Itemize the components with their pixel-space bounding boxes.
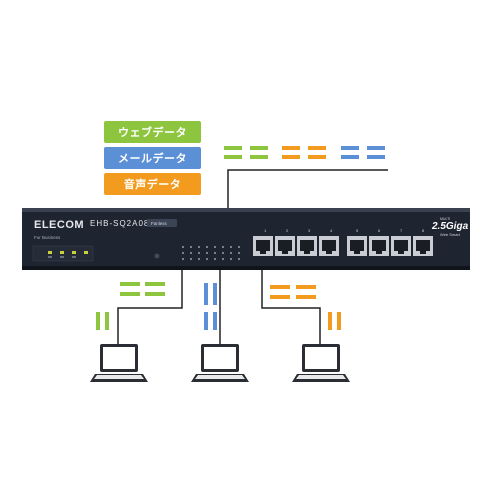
- link-line-pc1: [117, 270, 183, 348]
- port-number: 3: [308, 228, 311, 233]
- packet-voice: [282, 146, 300, 150]
- packet-web: [224, 146, 242, 150]
- legend-mail-data: メールデータ: [104, 147, 201, 169]
- port-number: 7: [400, 228, 403, 233]
- uplink-packets: [224, 146, 385, 159]
- legend-web-data: ウェブデータ: [104, 121, 201, 143]
- laptop-icon: [90, 344, 148, 382]
- packet-mail: [367, 155, 385, 159]
- port-led-matrix: [182, 246, 240, 260]
- product-logo: 2.5Giga: [431, 221, 469, 232]
- pc2-packets: [204, 283, 217, 330]
- ethernet-port-icon: [413, 236, 433, 256]
- ethernet-port-icon: [369, 236, 389, 256]
- port-number: 6: [378, 228, 381, 233]
- model-badge: [147, 219, 177, 227]
- pc1-packets: [96, 282, 165, 330]
- product-logo-sub: Web Smart: [440, 232, 461, 237]
- ethernet-port-icon: [347, 236, 367, 256]
- port-number: 8: [422, 228, 425, 233]
- packet-web: [224, 155, 242, 159]
- brand-subtitle: For Business: [34, 235, 61, 240]
- port-number: 1: [264, 228, 267, 233]
- brand-logo: ELECOM: [34, 219, 84, 231]
- model-badge-label: Fanless: [151, 221, 168, 226]
- network-switch: ELECOM For Business EHB-SQ2A08 Fanless: [22, 208, 470, 270]
- ethernet-port-icon: [253, 236, 273, 256]
- packet-voice: [308, 146, 326, 150]
- ethernet-port-icon: [275, 236, 295, 256]
- packet-web: [250, 155, 268, 159]
- packet-voice: [308, 155, 326, 159]
- model-name: EHB-SQ2A08: [90, 219, 149, 228]
- legend-voice-data: 音声データ: [104, 173, 201, 195]
- laptop-icon: [191, 344, 249, 382]
- ethernet-ports: [253, 236, 433, 256]
- packet-mail: [341, 146, 359, 150]
- ethernet-port-icon: [297, 236, 317, 256]
- port-number: 2: [286, 228, 289, 233]
- product-logo-super: MULTI: [440, 217, 450, 221]
- packet-mail: [341, 155, 359, 159]
- ethernet-port-icon: [391, 236, 411, 256]
- packet-voice: [282, 155, 300, 159]
- uplink-line: [227, 169, 388, 208]
- port-number: 4: [330, 228, 333, 233]
- pc3-packets: [270, 285, 341, 330]
- port-number: 5: [356, 228, 359, 233]
- link-line-pc3: [261, 270, 321, 344]
- status-led-panel: [32, 245, 94, 262]
- ethernet-port-icon: [319, 236, 339, 256]
- packet-web: [250, 146, 268, 150]
- laptop-icon: [292, 344, 350, 382]
- reset-button: [154, 253, 160, 259]
- packet-mail: [367, 146, 385, 150]
